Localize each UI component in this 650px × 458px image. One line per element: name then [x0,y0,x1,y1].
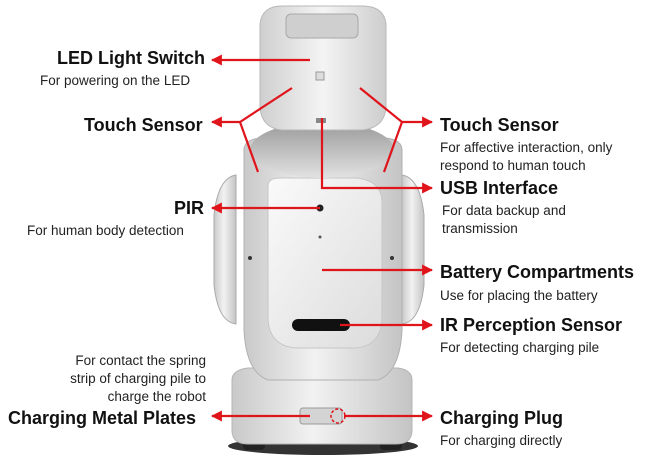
speaker-grille [285,13,359,39]
touch-sensor-right-desc-2: respond to human touch [440,158,586,173]
usb-desc-1: For data backup and [442,203,566,218]
pir-title: PIR [174,198,205,218]
led-switch-desc: For powering on the LED [40,73,191,88]
arm-right [401,174,425,325]
body-dot-left [248,256,252,260]
usb-title: USB Interface [440,178,559,198]
touch-sensor-right-title: Touch Sensor [440,115,559,135]
body-dot-right [390,256,394,260]
charging-plug-desc: For charging directly [440,433,563,448]
callout-lines [210,54,434,422]
panel-dot [318,235,322,239]
led-switch [315,71,325,81]
charging-plates-title: Charging Metal Plates [8,408,197,428]
charging-plug-title: Charging Plug [440,408,563,428]
charging-plates-desc-2: strip of charging pile to [70,371,206,386]
pir-desc: For human body detection [27,223,184,238]
charging-plates-desc-3: charge the robot [107,389,206,404]
battery-desc: Use for placing the battery [440,288,598,303]
battery-title: Battery Compartments [440,262,635,282]
ir-desc: For detecting charging pile [440,340,600,355]
robot-base [231,367,413,445]
arm-left [213,174,237,325]
touch-sensor-left-title: Touch Sensor [84,115,203,135]
touch-sensor-right-desc-1: For affective interaction, only [440,140,613,155]
led-switch-title: LED Light Switch [57,48,205,68]
battery-panel [267,177,383,349]
charging-plates-desc-1: For contact the spring [75,353,206,368]
ir-title: IR Perception Sensor [440,315,623,335]
usb-desc-2: transmission [442,221,518,236]
ir-sensor [292,319,350,331]
